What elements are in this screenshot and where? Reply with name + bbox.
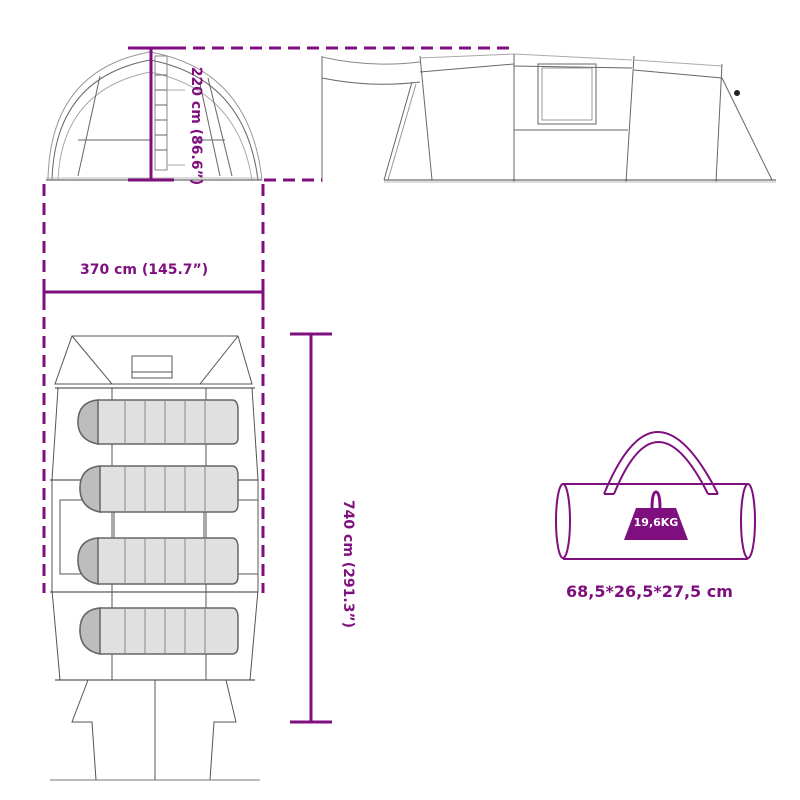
side-view-tunnel [321, 53, 776, 183]
sleeping-bag-1 [77, 399, 239, 445]
front-view-arch [46, 51, 263, 181]
sleeping-bag-4 [79, 607, 239, 655]
height-label: 220 cm (86.6”) [188, 66, 204, 186]
width-label: 370 cm (145.7”) [80, 262, 209, 278]
dimension-lines [42, 46, 514, 724]
weight-icon [624, 490, 688, 540]
sleeping-bags [77, 399, 239, 655]
weight-label: 19,6KG [633, 516, 679, 529]
package-size-label: 68,5*26,5*27,5 cm [566, 582, 733, 601]
sleeping-bag-2 [79, 465, 239, 513]
length-label: 740 cm (291.3”) [340, 499, 356, 629]
sleeping-bag-3 [77, 537, 239, 585]
carry-bag-icon [555, 431, 756, 560]
